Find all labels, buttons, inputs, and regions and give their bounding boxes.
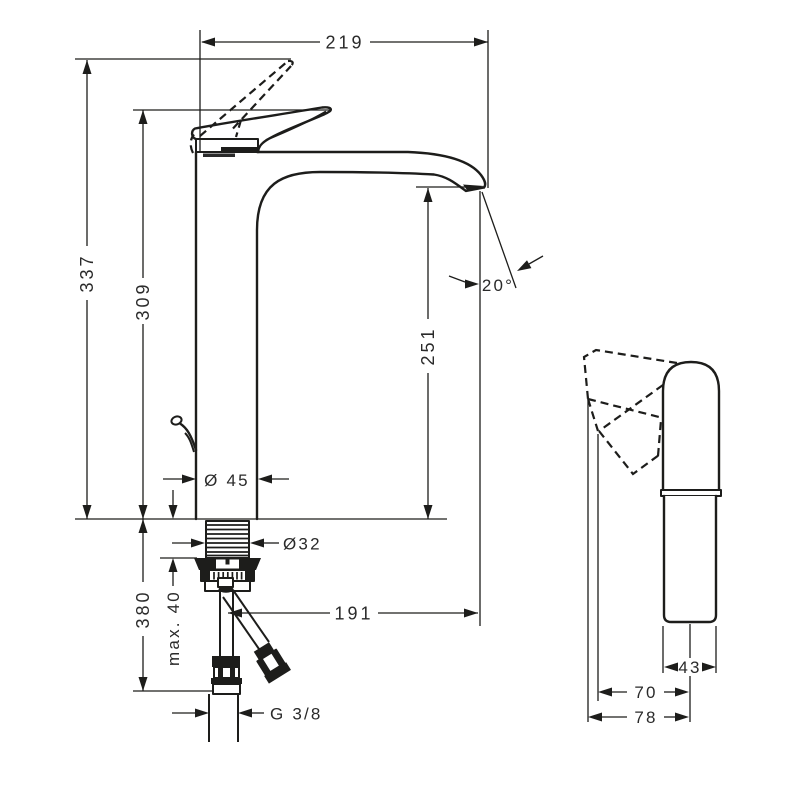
dim-handle-height: 309 [133, 109, 330, 519]
side-body [660, 360, 722, 624]
nut-side [201, 570, 210, 581]
dim-label-70: 70 [634, 683, 657, 702]
dim-label-78: 78 [634, 708, 657, 727]
dim-spout-outlet-height: 251 [416, 186, 481, 519]
dim-max-deck-thickness: max. 40 [160, 490, 197, 666]
dim-spout-angle: 20° [448, 191, 544, 626]
mounting-hardware [194, 520, 261, 593]
dashed-line [287, 59, 294, 67]
dim-side-body-width: 43 [664, 658, 716, 677]
collar-groove [221, 147, 258, 153]
lever-tip [170, 415, 183, 426]
front-view [75, 59, 487, 742]
dim-side-depth-70: 70 [598, 683, 689, 702]
dim-label-337: 337 [77, 253, 97, 292]
dim-connection-thread: G 3/8 [172, 705, 323, 724]
side-collar [660, 489, 722, 497]
dim-label-d45: Ø 45 [204, 471, 250, 490]
washer [218, 586, 234, 593]
handle-inner-line [265, 110, 327, 141]
dim-side-depth-78: 78 [588, 708, 689, 727]
dashed-line [234, 119, 243, 138]
dashed-line [199, 60, 289, 137]
hose-edge [232, 589, 270, 643]
supply-hoses [208, 589, 291, 742]
dim-label-g38: G 3/8 [270, 705, 323, 724]
lever-rod-inner [184, 432, 195, 453]
side-lower-body [662, 494, 718, 624]
dim-label-219: 219 [325, 33, 364, 53]
faucet-body [170, 106, 487, 521]
flange-tick [225, 559, 230, 565]
dim-label-251: 251 [418, 326, 438, 365]
dim-shank-diameter: Ø32 [172, 535, 322, 554]
drain-lever [170, 415, 198, 453]
dim-spout-reach: 191 [228, 604, 478, 624]
side-dashed-handle [582, 348, 678, 476]
dim-below-deck-length: 380 [133, 519, 212, 692]
side-view: 43 70 78 [582, 348, 722, 727]
aerator-outlet [463, 184, 484, 192]
pipe-connector [211, 656, 242, 695]
dim-label-309: 309 [133, 281, 153, 320]
dimensions-side: 43 70 78 [587, 401, 717, 727]
center-guide [217, 577, 234, 588]
dim-overall-width: 219 [199, 30, 489, 188]
dim-label-20deg: 20° [482, 276, 514, 295]
handle-outline [190, 106, 332, 154]
dim-body-diameter: Ø 45 [163, 471, 289, 490]
dim-label-43: 43 [678, 658, 701, 677]
hose-edge [222, 596, 260, 650]
dimensions-front: 219 337 309 380 [75, 30, 544, 724]
hose-connector [253, 642, 291, 684]
nut-side [245, 570, 254, 581]
dim-label-380: 380 [133, 589, 153, 628]
side-upper-body [661, 360, 721, 494]
collar-shadow [203, 153, 235, 157]
dashed-line [232, 65, 292, 130]
spout-top-edge [255, 150, 487, 189]
spout-underside [255, 170, 486, 521]
lever-rod [178, 422, 198, 452]
dim-label-191: 191 [334, 604, 373, 624]
dim-label-d32: Ø32 [283, 535, 322, 554]
dim-label-max40: max. 40 [164, 590, 183, 666]
dim-total-height: 337 [75, 58, 291, 519]
